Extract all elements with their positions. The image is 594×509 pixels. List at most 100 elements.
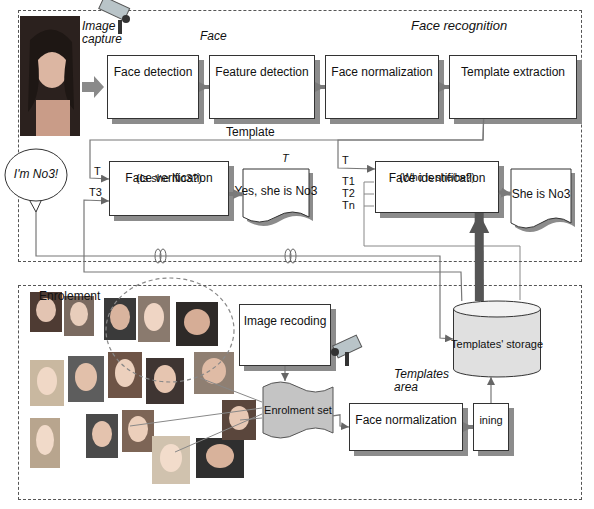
camera-lens — [331, 348, 339, 356]
document-shape: She is No3 — [511, 169, 571, 231]
connector — [84, 200, 462, 301]
process-box: Face detection — [107, 55, 199, 119]
connector — [229, 192, 243, 196]
node-text: (Is she No3?) — [136, 172, 202, 185]
flag-outline — [263, 382, 333, 438]
process-box: ining — [473, 403, 509, 451]
photo-face — [144, 303, 164, 331]
photo-face — [75, 363, 97, 391]
cylinder-top — [454, 301, 541, 317]
bus-line — [364, 194, 374, 195]
leader-line — [130, 408, 262, 426]
camera-stand — [118, 20, 122, 34]
selection-ellipse — [106, 278, 234, 382]
camera-body — [99, 0, 130, 20]
leader-line — [240, 418, 262, 420]
group-frame: EnrolementImage recodingEnrolment setFac… — [18, 285, 582, 500]
photo — [222, 400, 256, 440]
connector — [284, 366, 285, 381]
node-text: Template extraction — [461, 66, 565, 80]
camera-lens — [122, 15, 130, 23]
text-label: Tn — [342, 199, 355, 211]
node-text: ining — [479, 414, 502, 427]
speech-bubble: I'm No3! — [4, 148, 68, 212]
photo-face — [229, 406, 249, 430]
channel-mark — [160, 249, 166, 263]
process-box: Template extraction — [449, 55, 577, 119]
connector — [36, 212, 453, 339]
node-text: Image recoding — [244, 315, 327, 329]
process-box: Face normalization — [325, 55, 439, 119]
node-text: Feature detection — [215, 66, 308, 80]
photo — [108, 352, 142, 398]
process-box: Image recoding — [239, 304, 331, 366]
connector — [475, 213, 484, 301]
photo — [122, 410, 154, 452]
photo-background — [20, 16, 80, 136]
node-text: I'm No3! — [14, 168, 58, 182]
enrolment-set-shape: Enrolment set — [263, 381, 333, 439]
bus-line — [364, 206, 374, 207]
camera-body — [333, 335, 362, 358]
photo — [152, 436, 190, 484]
leader-lines — [130, 378, 262, 452]
connector — [490, 377, 491, 403]
photo — [196, 438, 244, 478]
process-box: Face normalization — [349, 403, 463, 451]
process-box: Face verification(Is she No3?) — [109, 161, 229, 216]
storage-cylinder: Templates' storage — [453, 301, 541, 377]
channel-marks — [155, 249, 296, 263]
photo — [86, 414, 118, 458]
node-text: Yes, she is No3 — [235, 185, 318, 199]
input-arrow — [82, 76, 104, 98]
node-text: Face normalization — [331, 66, 432, 80]
node-text: Face detection — [114, 66, 193, 80]
photo — [30, 360, 64, 406]
leader-line — [200, 378, 262, 402]
photo-face — [160, 444, 182, 472]
node-text: Enrolement — [39, 290, 100, 304]
photo-shoulder — [36, 100, 70, 136]
text-label: T2 — [342, 187, 355, 199]
photo-face — [184, 309, 210, 335]
bubble-outline — [5, 149, 67, 201]
node-text: She is No3 — [512, 188, 571, 202]
text-label: T — [94, 165, 101, 177]
face-photo — [20, 16, 80, 136]
connector — [333, 415, 349, 427]
connector — [90, 119, 484, 179]
node-text: Face normalization — [355, 414, 456, 428]
text-label: Face — [200, 30, 227, 43]
text-label: Image capture — [82, 20, 128, 46]
camera-stand — [345, 352, 349, 366]
document-shape: Yes, she is No3 — [243, 169, 309, 225]
photo-hair — [28, 29, 74, 112]
photo — [146, 358, 184, 404]
node-text: Templates' storage — [451, 338, 543, 351]
channel-mark — [290, 249, 296, 263]
text-label: T — [342, 154, 349, 166]
node-text: Face recognition — [411, 19, 507, 34]
photo-face — [37, 367, 57, 395]
node-text: (Who is she/he?) — [399, 172, 475, 184]
text-label: T — [282, 152, 289, 164]
photo-face — [154, 365, 176, 393]
photo-face — [70, 302, 88, 326]
camera-icon — [331, 335, 362, 366]
connector — [199, 85, 209, 89]
connector — [315, 85, 325, 89]
photo — [104, 298, 136, 340]
connector — [439, 85, 449, 89]
connector — [463, 425, 473, 429]
document-outline — [511, 169, 571, 228]
edge-label: Template — [226, 126, 275, 139]
connector — [338, 119, 484, 169]
photo-collage — [30, 292, 256, 484]
process-box: Feature detection — [209, 55, 315, 119]
photo — [176, 302, 218, 346]
photo — [30, 418, 60, 468]
photo-face — [115, 359, 135, 387]
photo-face — [92, 421, 112, 447]
photo-face — [128, 416, 148, 442]
